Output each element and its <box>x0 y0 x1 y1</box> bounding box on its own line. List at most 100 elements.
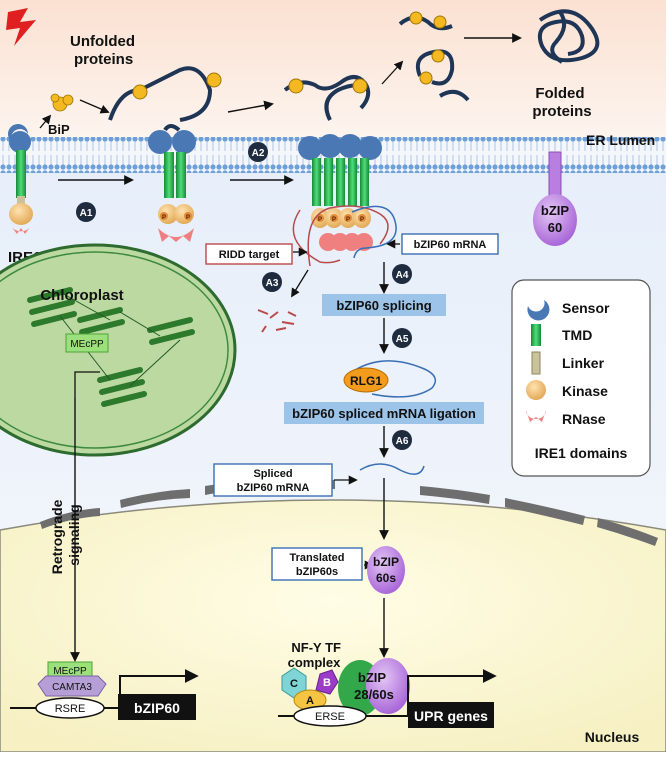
svg-text:bZIP60 splicing: bZIP60 splicing <box>336 298 431 313</box>
ire1-oligomer: P P P P <box>283 75 382 251</box>
degraded-mrna-fragments <box>257 309 297 333</box>
svg-text:60: 60 <box>548 220 562 235</box>
svg-text:bZIP60 mRNA: bZIP60 mRNA <box>414 239 487 251</box>
legend-kinase-icon <box>526 380 546 400</box>
svg-text:bZIP60 mRNA: bZIP60 mRNA <box>237 482 310 494</box>
svg-text:CAMTA3: CAMTA3 <box>52 682 92 693</box>
legend-sensor-icon <box>527 300 550 321</box>
svg-text:B: B <box>323 677 331 689</box>
translated-box <box>271 547 363 581</box>
svg-text:A3: A3 <box>266 278 279 289</box>
nfy-label: NF-Y TF complex <box>288 640 345 670</box>
er-lumen-background <box>0 0 666 150</box>
bip-icon <box>50 93 74 112</box>
mrna-on-rlg1 <box>351 360 437 398</box>
ligation-box <box>284 402 484 424</box>
arrow-a3 <box>291 269 309 298</box>
svg-text:P: P <box>162 215 166 221</box>
svg-text:60s: 60s <box>376 571 396 585</box>
svg-text:C: C <box>290 678 298 690</box>
bzip60-membrane-protein <box>533 194 577 246</box>
step-badge-a5 <box>392 328 412 348</box>
svg-text:UPR genes: UPR genes <box>414 708 488 724</box>
svg-text:A5: A5 <box>396 334 409 345</box>
svg-text:bZIP: bZIP <box>373 555 399 569</box>
step-badge-a3 <box>262 272 282 292</box>
legend-linker-icon <box>531 351 541 375</box>
ridd-target-box <box>205 243 293 265</box>
legend-tmd-label: TMD <box>562 327 592 343</box>
chloroplast-label: Chloroplast <box>40 287 123 304</box>
svg-text:A1: A1 <box>80 208 93 219</box>
svg-text:MEcPP: MEcPP <box>70 339 104 350</box>
camta3-protein <box>37 675 107 697</box>
arrow <box>381 60 404 85</box>
bzip60-partner <box>366 658 410 714</box>
bzip60-mrna-box <box>401 233 499 255</box>
ridd-target-mrna <box>307 205 389 267</box>
svg-text:A4: A4 <box>396 270 409 281</box>
svg-text:MEcPP: MEcPP <box>53 666 87 677</box>
svg-text:A: A <box>306 695 314 707</box>
bzip60s-protein <box>367 546 405 594</box>
step-badge-a2 <box>248 142 268 162</box>
legend-rnase-label: RNase <box>562 411 606 427</box>
legend-tmd-icon <box>531 324 541 346</box>
svg-text:bZIP60s: bZIP60s <box>296 566 338 578</box>
stress-lightning-icon <box>6 8 36 46</box>
unfolded-proteins-label: Unfolded proteins <box>70 33 139 68</box>
nucleus-label: Nucleus <box>585 729 640 745</box>
legend-linker-label: Linker <box>562 355 605 371</box>
legend-box <box>511 279 651 477</box>
svg-text:bZIP: bZIP <box>541 203 569 218</box>
step-badge-a6 <box>392 430 412 450</box>
folded-protein-icon <box>537 9 600 64</box>
arrow <box>79 99 110 114</box>
spliced-mrna-box <box>213 463 333 497</box>
folded-proteins-sequence <box>398 11 470 102</box>
svg-text:RIDD target: RIDD target <box>219 249 280 261</box>
retrograde-label: Retrograde signaling <box>49 496 82 575</box>
legend-kinase-label: Kinase <box>562 383 608 399</box>
bzip60-splicing-box <box>322 294 446 316</box>
ire1-monomer <box>8 124 33 234</box>
svg-text:P: P <box>346 217 350 223</box>
svg-text:Translated: Translated <box>289 552 344 564</box>
nucleus <box>0 499 666 753</box>
chloroplast <box>0 243 237 457</box>
mecpp-chloroplast-box <box>65 333 109 353</box>
svg-text:P: P <box>332 217 336 223</box>
ire1-dimer: P P <box>108 66 222 242</box>
svg-text:P: P <box>318 217 322 223</box>
arrow <box>227 100 274 113</box>
svg-text:ERSE: ERSE <box>315 711 345 723</box>
bip-label: BiP <box>48 122 70 137</box>
bzip60-gene-box <box>118 694 196 720</box>
svg-text:A6: A6 <box>396 436 409 447</box>
svg-text:28/60s: 28/60s <box>354 687 394 702</box>
upr-genes-box <box>408 702 494 728</box>
svg-text:RSRE: RSRE <box>55 703 86 715</box>
legend-sensor-label: Sensor <box>562 300 610 316</box>
svg-text:bZIP60: bZIP60 <box>134 700 180 716</box>
svg-text:Spliced: Spliced <box>253 468 292 480</box>
svg-text:P: P <box>186 215 190 221</box>
erse-element <box>293 705 367 727</box>
svg-text:A2: A2 <box>252 148 265 159</box>
folded-proteins-label: Folded proteins <box>532 85 591 120</box>
step-badge-a1 <box>76 202 96 222</box>
spliced-mrna <box>359 463 425 475</box>
step-badge-a4 <box>392 264 412 284</box>
arrow <box>39 114 52 129</box>
rlg1-enzyme <box>343 367 389 393</box>
svg-text:bZIP60 spliced mRNA ligation: bZIP60 spliced mRNA ligation <box>292 406 476 421</box>
legend-rnase-icon <box>526 410 546 422</box>
svg-text:P: P <box>360 217 364 223</box>
rsre-element <box>35 697 105 719</box>
er-lumen-label: ER Lumen <box>586 132 655 148</box>
svg-text:bZIP: bZIP <box>358 670 386 685</box>
svg-text:RLG1: RLG1 <box>350 374 382 388</box>
legend-title: IRE1 domains <box>535 445 628 461</box>
